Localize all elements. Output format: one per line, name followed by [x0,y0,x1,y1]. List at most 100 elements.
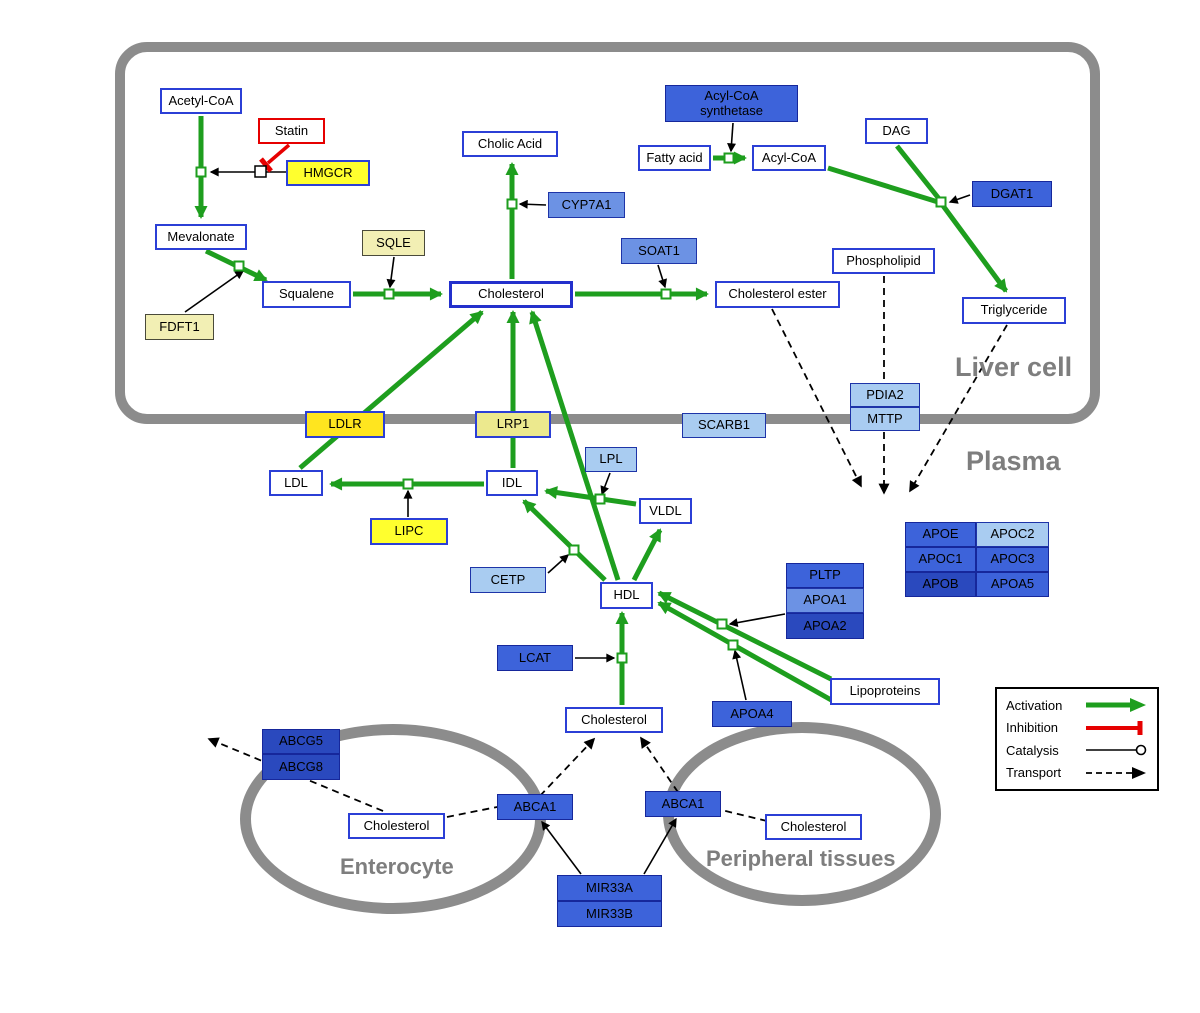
node-cetp[interactable]: CETP [470,567,546,593]
enterocyte-label: Enterocyte [340,854,454,879]
node-apoa1[interactable]: APOA1 [786,588,864,613]
node-abcg5[interactable]: ABCG5 [262,729,340,754]
reaction-anchor [506,198,518,210]
node-mttp[interactable]: MTTP [850,407,920,431]
node-phospholipid[interactable]: Phospholipid [832,248,935,274]
edge-lipoproteins-hdl-1 [657,590,833,682]
node-idl[interactable]: IDL [486,470,538,496]
inhibition-tbar-icon [1086,720,1143,735]
transport-triglyceride-plasma [909,324,1008,493]
edge-hdl-vldl [631,528,663,582]
node-fatty-acid[interactable]: Fatty acid [638,145,711,171]
node-mir33a[interactable]: MIR33A [557,875,662,901]
node-apoa5[interactable]: APOA5 [976,572,1049,597]
reaction-anchor [616,652,628,664]
catalysis-cetp [547,554,570,574]
arrow-mir33-abca1-peripheral [643,817,677,875]
node-abcg8[interactable]: ABCG8 [262,754,340,780]
node-cholesterol-plasma[interactable]: Cholesterol [565,707,663,733]
reaction-anchor [568,544,580,556]
node-sqle[interactable]: SQLE [362,230,425,256]
node-cholesterol-ester[interactable]: Cholesterol ester [715,281,840,308]
inhibition-statin-bar [259,157,273,173]
legend-row-catalysis: Catalysis [1006,743,1148,758]
node-pltp[interactable]: PLTP [786,563,864,588]
node-ldlr[interactable]: LDLR [305,411,385,438]
arrow-mir33-abca1-enterocyte [541,820,582,875]
edge-hdl-idl [522,499,607,582]
legend-transport-label: Transport [1006,765,1062,781]
transport-cholesterol-enterocyte-plasma [446,737,596,818]
node-acyl-coa[interactable]: Acyl-CoA [752,145,826,171]
node-lcat[interactable]: LCAT [497,645,573,671]
node-triglyceride[interactable]: Triglyceride [962,297,1066,324]
reaction-anchor [723,152,735,164]
node-cholesterol-peripheral[interactable]: Cholesterol [765,814,862,840]
node-apoa2[interactable]: APOA2 [786,613,864,639]
legend-row-inhibition: Inhibition [1006,720,1148,735]
catalysis-lpl [600,472,611,496]
liver-cell-compartment [115,42,1100,424]
node-acetyl-coa[interactable]: Acetyl-CoA [160,88,242,114]
node-cyp7a1[interactable]: CYP7A1 [548,192,625,218]
reaction-anchor [195,166,207,178]
node-apoc2[interactable]: APOC2 [976,522,1049,547]
node-pdia2[interactable]: PDIA2 [850,383,920,407]
reaction-anchor [402,478,414,490]
node-dgat1[interactable]: DGAT1 [972,181,1052,207]
catalysis-dgat1 [948,194,971,204]
node-apob[interactable]: APOB [905,572,976,597]
node-mir33b[interactable]: MIR33B [557,901,662,927]
reaction-anchor [935,196,947,208]
transport-cholesterolester-plasma [771,308,862,488]
node-abca1-enterocyte[interactable]: ABCA1 [497,794,573,820]
transport-cholesterol-abcg-export [207,737,384,812]
legend-row-transport: Transport [1006,765,1148,780]
node-apoc1[interactable]: APOC1 [905,547,976,572]
catalysis-sqle [386,256,396,289]
legend-activation-label: Activation [1006,697,1063,713]
node-cholesterol-enterocyte[interactable]: Cholesterol [348,813,445,839]
reaction-anchor [383,288,395,300]
statin-target-handle [254,165,267,178]
node-lipoproteins[interactable]: Lipoproteins [830,678,940,705]
peripheral-tissues-label: Peripheral tissues [706,846,896,871]
node-lpl[interactable]: LPL [585,447,637,472]
node-statin[interactable]: Statin [258,118,325,144]
catalysis-apoa4 [732,649,747,701]
node-cholesterol-liver[interactable]: Cholesterol [449,281,573,308]
node-apoe[interactable]: APOE [905,522,976,547]
catalysis-apoa1-group [728,613,786,628]
reaction-anchor [594,493,606,505]
node-vldl[interactable]: VLDL [639,498,692,524]
legend-row-activation: Activation [1006,698,1148,713]
liver-cell-label: Liver cell [955,352,1073,382]
node-dag[interactable]: DAG [865,118,928,144]
node-soat1[interactable]: SOAT1 [621,238,697,264]
activation-arrow-icon [1086,698,1146,713]
node-fdft1[interactable]: FDFT1 [145,314,214,340]
node-squalene[interactable]: Squalene [262,281,351,308]
transport-dashed-arrow-icon [1086,766,1146,779]
node-mevalonate[interactable]: Mevalonate [155,224,247,250]
node-hmgcr[interactable]: HMGCR [286,160,370,186]
node-abca1-peripheral[interactable]: ABCA1 [645,791,721,817]
edge-hdl-cholesterol-liver [529,310,621,581]
plasma-label: Plasma [966,446,1061,476]
node-apoa4[interactable]: APOA4 [712,701,792,727]
edge-acylcoa-junction [827,165,939,205]
node-acyl-coa-synthetase[interactable]: Acyl-CoA synthetase [665,85,798,122]
reaction-anchor [727,639,739,651]
node-lrp1[interactable]: LRP1 [475,411,551,438]
node-ldl[interactable]: LDL [269,470,323,496]
reaction-anchor [660,288,672,300]
node-hdl[interactable]: HDL [600,582,653,609]
node-lipc[interactable]: LIPC [370,518,448,545]
legend-inhibition-label: Inhibition [1006,720,1059,736]
catalysis-circle-icon [1086,744,1147,756]
node-scarb1[interactable]: SCARB1 [682,413,766,438]
node-apoc3[interactable]: APOC3 [976,547,1049,572]
node-cholic-acid[interactable]: Cholic Acid [462,131,558,157]
